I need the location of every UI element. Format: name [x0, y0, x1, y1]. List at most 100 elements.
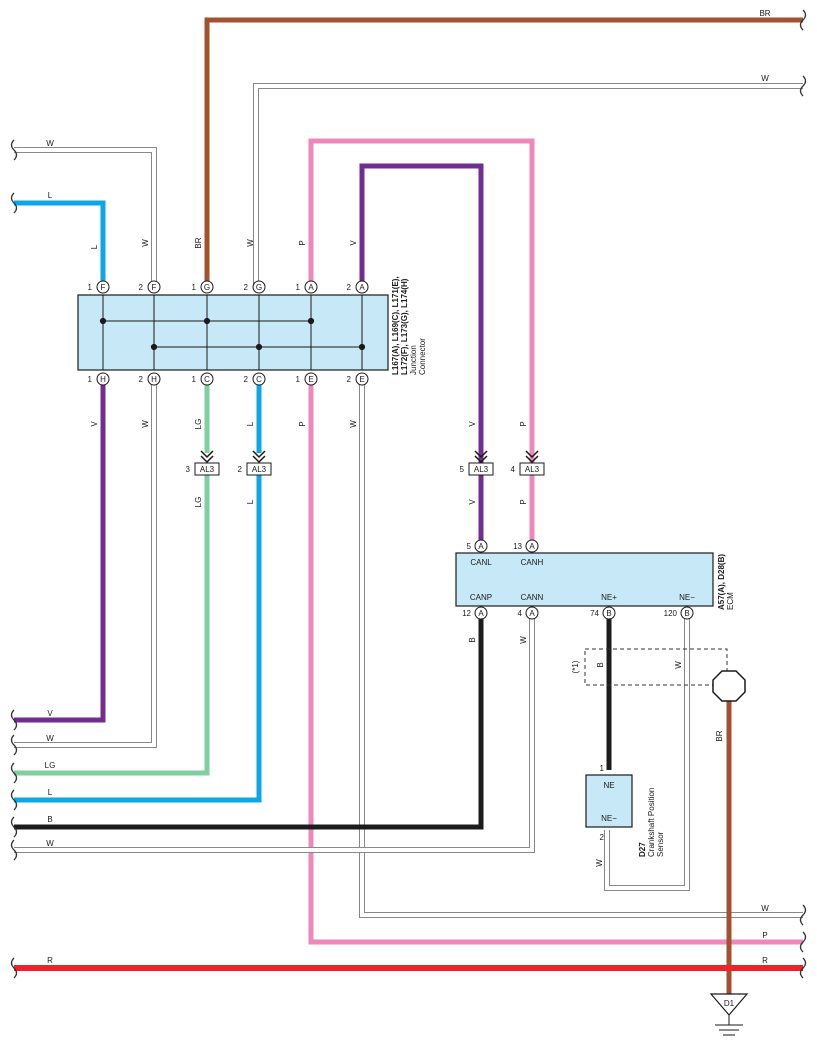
svg-text:A: A: [359, 283, 365, 292]
wire-label-w-left-bottom: W: [46, 839, 54, 848]
svg-text:LG: LG: [194, 497, 203, 508]
svg-text:G: G: [256, 283, 262, 292]
wire-label-v-left: V: [47, 709, 53, 718]
svg-text:E: E: [308, 375, 313, 384]
svg-text:G: G: [204, 283, 210, 292]
pin-1f: F1: [88, 280, 110, 294]
sensor-wire-w: W: [595, 859, 604, 867]
shield-ground-octagon: [712, 670, 746, 702]
svg-text:V: V: [468, 499, 477, 505]
inline-connector-al3-p: AL3 4 P P: [511, 421, 545, 505]
wire-label-r-right: R: [762, 956, 768, 965]
sensor-label: D27 Crankshaft Position Sensor: [638, 788, 665, 857]
wire-label-r-left: R: [47, 956, 53, 965]
sensor-pin2-signal: NE−: [601, 814, 617, 823]
svg-text:1: 1: [192, 283, 197, 292]
svg-text:C: C: [256, 375, 262, 384]
ecm-signal-labels: CANL CANH CANP CANN NE+ NE−: [470, 558, 695, 602]
pin-2e: E2: [347, 372, 369, 386]
wire-p-long: [308, 378, 803, 945]
svg-text:Crankshaft Position: Crankshaft Position: [647, 788, 656, 857]
pin-1a: A1: [296, 280, 318, 294]
svg-text:H: H: [100, 375, 106, 384]
wire-w-cann: [14, 614, 535, 853]
svg-text:AL3: AL3: [525, 465, 540, 474]
svg-text:D27: D27: [638, 842, 647, 857]
shield-wire-w: W: [674, 661, 683, 669]
svg-text:P: P: [298, 240, 307, 245]
svg-text:Junction: Junction: [409, 345, 418, 375]
svg-text:F: F: [152, 283, 157, 292]
inline-connector-al3-lg: AL3 3 LG: [186, 450, 220, 508]
svg-text:4: 4: [518, 609, 523, 618]
svg-text:B: B: [606, 609, 611, 618]
pin-1h: H1: [88, 372, 110, 386]
svg-text:D1: D1: [724, 999, 735, 1008]
svg-text:2: 2: [244, 375, 249, 384]
sensor-pin1: 1: [600, 764, 605, 773]
svg-text:NE+: NE+: [601, 593, 617, 602]
svg-text:E: E: [359, 375, 364, 384]
svg-text:L167(A), L169(C), L171(E),: L167(A), L169(C), L171(E),: [391, 276, 400, 375]
pin-2a: A2: [347, 280, 369, 294]
pin-2h: H2: [139, 372, 161, 386]
ecm-label: A57(A), D28(B) ECM: [717, 554, 735, 610]
svg-text:L: L: [246, 499, 255, 504]
svg-text:3: 3: [186, 465, 191, 474]
svg-text:A: A: [529, 542, 535, 551]
svg-text:13: 13: [513, 542, 522, 551]
wire-p-loop: [308, 138, 535, 464]
svg-text:BR: BR: [194, 237, 203, 248]
wire-l-bottom: [14, 378, 262, 803]
wire-label-lg-left: LG: [45, 761, 56, 770]
svg-text:4: 4: [511, 465, 516, 474]
ecm-pin-13a: A 13: [513, 539, 539, 553]
pin-1g: G1: [192, 280, 214, 294]
svg-text:F: F: [101, 283, 106, 292]
svg-text:CANL: CANL: [470, 558, 492, 567]
junction-top-pins: F1 F2 G1 G2 A1 A2: [88, 280, 369, 294]
wire-w-left-mid: [14, 378, 157, 748]
wire-label-cann: W: [519, 636, 528, 644]
svg-text:A: A: [308, 283, 314, 292]
svg-text:12: 12: [462, 609, 471, 618]
svg-text:B: B: [684, 609, 689, 618]
svg-text:1: 1: [296, 283, 301, 292]
sensor-pin2: 2: [600, 833, 605, 842]
junction-connector-label: L167(A), L169(C), L171(E), L172(F), L173…: [391, 276, 427, 375]
svg-text:CANH: CANH: [521, 558, 544, 567]
svg-text:V: V: [468, 421, 477, 427]
svg-text:P: P: [519, 499, 528, 504]
svg-text:L: L: [246, 421, 255, 426]
svg-text:5: 5: [460, 465, 465, 474]
svg-text:W: W: [141, 420, 150, 428]
svg-text:P: P: [519, 421, 528, 426]
svg-text:5: 5: [467, 542, 472, 551]
svg-text:C: C: [204, 375, 210, 384]
junction-bottom-pins: H1 H2 C1 C2 E1 E2: [88, 372, 369, 386]
wire-label-w-left-top: W: [46, 139, 54, 148]
wire-label-w-right: W: [761, 904, 769, 913]
svg-text:A: A: [478, 542, 484, 551]
ecm-pin-74b: B74: [590, 606, 616, 620]
wire-br-top: [204, 17, 803, 285]
wire-label-w-top: W: [761, 74, 769, 83]
crankshaft-sensor-body: [585, 774, 633, 828]
svg-text:2: 2: [238, 465, 243, 474]
ecm-pin-5a: A5: [467, 539, 488, 553]
wire-label-w-left-mid: W: [46, 734, 54, 743]
inline-connector-al3-v: AL3 5 V V: [460, 421, 494, 505]
wire-label-p-right: P: [762, 931, 767, 940]
svg-text:2: 2: [347, 375, 352, 384]
wire-label-l-left-top: L: [48, 191, 53, 200]
break-marks: [10, 9, 807, 979]
svg-text:2: 2: [347, 283, 352, 292]
svg-text:1: 1: [88, 283, 93, 292]
wire-label-b-left: B: [47, 815, 52, 824]
svg-text:AL3: AL3: [200, 465, 215, 474]
shield-box: [584, 648, 728, 686]
svg-text:L172(F), L173(G), L174(H): L172(F), L173(G), L174(H): [400, 278, 409, 375]
wire-w-left-top: [14, 147, 157, 285]
